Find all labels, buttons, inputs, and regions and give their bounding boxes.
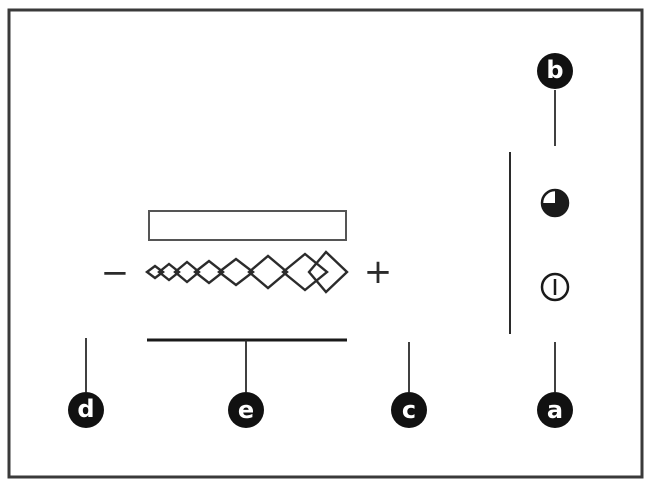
level-diamond-4 xyxy=(193,259,225,285)
callout-a: a xyxy=(537,392,573,428)
callout-e: e xyxy=(228,392,264,428)
panel-frame xyxy=(7,8,644,479)
diamond-level-icon xyxy=(145,250,349,294)
minus-button[interactable]: − xyxy=(101,253,130,293)
level-diamond-1 xyxy=(145,264,165,280)
power-icon[interactable] xyxy=(540,272,570,302)
callout-d: d xyxy=(68,392,104,428)
level-diamond-7 xyxy=(281,252,329,292)
plus-button[interactable]: + xyxy=(364,252,393,292)
level-diamond-5 xyxy=(217,257,255,287)
level-diamond-2 xyxy=(157,262,181,282)
level-diamond-8 xyxy=(307,250,349,294)
level-display xyxy=(148,210,347,241)
callout-b-label: b xyxy=(546,56,563,84)
level-diamond-6 xyxy=(247,254,289,290)
level-diamond-3 xyxy=(173,260,201,284)
callout-e-label: e xyxy=(238,396,254,424)
timer-icon[interactable] xyxy=(540,188,570,218)
callout-c-label: c xyxy=(402,396,416,424)
callout-c: c xyxy=(391,392,427,428)
callout-b: b xyxy=(537,53,573,89)
callout-d-label: d xyxy=(77,395,94,423)
callout-a-label: a xyxy=(547,396,563,424)
